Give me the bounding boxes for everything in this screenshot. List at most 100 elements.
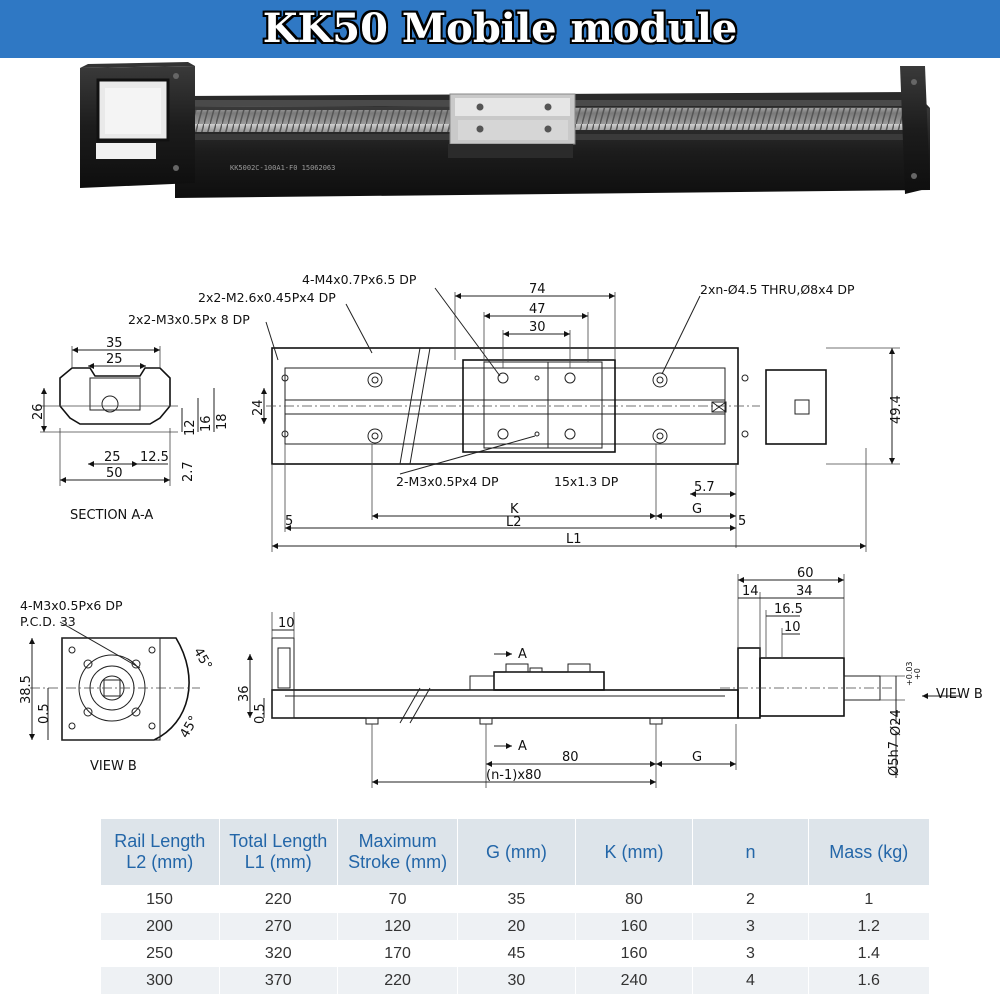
table-cell: 220: [219, 885, 338, 913]
table-header-cell: K (mm): [574, 818, 694, 886]
side-view: 10 36 0.5 A A 80 G (n-1)x80 60 14 34 16.…: [237, 566, 983, 788]
tap-groove-label: 15x1.3 DP: [554, 474, 619, 489]
view-b-arrow-label: VIEW B: [936, 687, 983, 702]
table-cell: 120: [337, 913, 459, 940]
table-header-cell: n: [692, 818, 809, 886]
table-cell: 70: [337, 885, 459, 913]
section-mark-top: A: [518, 647, 527, 662]
dim-60: 60: [797, 566, 814, 581]
table-cell: 30: [457, 967, 576, 994]
dim-g-side: G: [692, 750, 702, 765]
table-cell: 300: [100, 967, 220, 994]
table-cell: 1.2: [808, 913, 931, 940]
table-cell: 250: [100, 940, 220, 967]
table-cell: 3: [692, 940, 809, 967]
dim-5-7: 5.7: [694, 480, 715, 495]
dim-10: 10: [278, 616, 295, 631]
shaft-24: Ø24: [889, 709, 904, 736]
view-b-pcd-label: P.C.D. 33: [20, 614, 76, 629]
dim-2-7: 2.7: [181, 461, 196, 482]
dim-l2: L2: [506, 515, 522, 530]
dim-25-bottom: 25: [104, 450, 121, 465]
tol-zero: +0: [913, 668, 922, 680]
table-header-line: n: [745, 841, 756, 862]
table-header-cell: G (mm): [457, 818, 576, 886]
table-header-line: Total Length: [229, 831, 328, 851]
table-header-line: Rail Length: [114, 831, 206, 851]
dim-0-5-b: 0.5: [37, 703, 52, 724]
dim-50: 50: [106, 466, 123, 481]
dim-49-4: 49.4: [889, 395, 904, 424]
table-header-line: L1 (mm): [244, 852, 312, 872]
view-b-label: VIEW B: [90, 759, 137, 774]
dim-16: 16: [199, 415, 214, 432]
table-cell: 370: [219, 967, 338, 994]
shaft-5: Ø5h7: [887, 741, 902, 776]
dim-36: 36: [237, 685, 252, 702]
table-header-cell: Mass (kg): [807, 818, 931, 886]
section-label: SECTION A-A: [70, 508, 153, 523]
table-cell: 80: [575, 885, 694, 913]
table-cell: 220: [337, 967, 459, 994]
table-cell: 200: [100, 913, 220, 940]
dim-18: 18: [215, 413, 230, 430]
table-header-line: Mass (kg): [829, 841, 909, 862]
table-cell: 4: [692, 967, 809, 994]
view-b-tap-label: 4-M3x0.5Px6 DP: [20, 598, 123, 613]
table-cell: 3: [692, 913, 809, 940]
table-header-line: Stroke (mm): [348, 852, 448, 872]
dim-35: 35: [106, 336, 123, 351]
table-cell: 240: [575, 967, 694, 994]
dim-pitch: (n-1)x80: [486, 768, 542, 783]
tap-main-label: 4-M4x0.7Px6.5 DP: [302, 272, 417, 287]
dim-g: G: [692, 502, 702, 517]
dim-26: 26: [31, 403, 46, 420]
product-photo: KK5002C-100A1-F0 15062063: [80, 62, 930, 198]
technical-drawing: 35 25 26 12 16 18 25 12.5 2.7 50 SECTION…: [19, 272, 983, 788]
dim-12: 12: [183, 419, 198, 436]
dim-25-top: 25: [106, 352, 123, 367]
table-cell: 270: [219, 913, 338, 940]
tol-plus: +0.03: [905, 661, 914, 686]
top-view: 74 47 30 49.4 24 4-M4x0.7Px6.5 DP 2x2-M2…: [128, 272, 904, 552]
table-header-line: Maximum: [358, 831, 437, 851]
dim-16-5: 16.5: [774, 602, 803, 617]
section-a-a-view: 35 25 26 12 16 18 25 12.5 2.7 50 SECTION…: [31, 336, 230, 523]
dim-0-5-side: 0.5: [253, 703, 268, 724]
dim-30: 30: [529, 320, 546, 335]
title-banner: KK50 Mobile module: [0, 0, 1000, 58]
dim-80: 80: [562, 750, 579, 765]
dim-5-left: 5: [285, 514, 293, 529]
dim-34: 34: [796, 584, 813, 599]
dim-24: 24: [251, 399, 266, 416]
table-header-line: G (mm): [485, 841, 547, 862]
dim-47: 47: [529, 302, 546, 317]
table-cell: 170: [337, 940, 459, 967]
linear-module-photo: KK5002C-100A1-F0 15062063: [80, 62, 930, 198]
table-header-line: K (mm): [604, 841, 664, 862]
page-title: KK50 Mobile module: [262, 5, 738, 52]
dim-12-5: 12.5: [140, 450, 169, 465]
table-cell: 45: [457, 940, 576, 967]
angle-45-a: 45°: [190, 645, 215, 672]
dim-10-motor: 10: [784, 620, 801, 635]
tap-small-label: 2x2-M2.6x0.45Px4 DP: [198, 290, 336, 305]
tap-side-label: 2x2-M3x0.5Px 8 DP: [128, 312, 250, 327]
table-cell: 20: [457, 913, 576, 940]
dim-38-5: 38.5: [19, 675, 34, 704]
angle-45-b: 45°: [177, 713, 202, 740]
table-cell: 35: [457, 885, 576, 913]
dim-14: 14: [742, 584, 759, 599]
section-mark-bottom: A: [518, 739, 527, 754]
dim-l1: L1: [566, 532, 582, 547]
table-cell: 2: [692, 885, 809, 913]
table-cell: 320: [219, 940, 338, 967]
